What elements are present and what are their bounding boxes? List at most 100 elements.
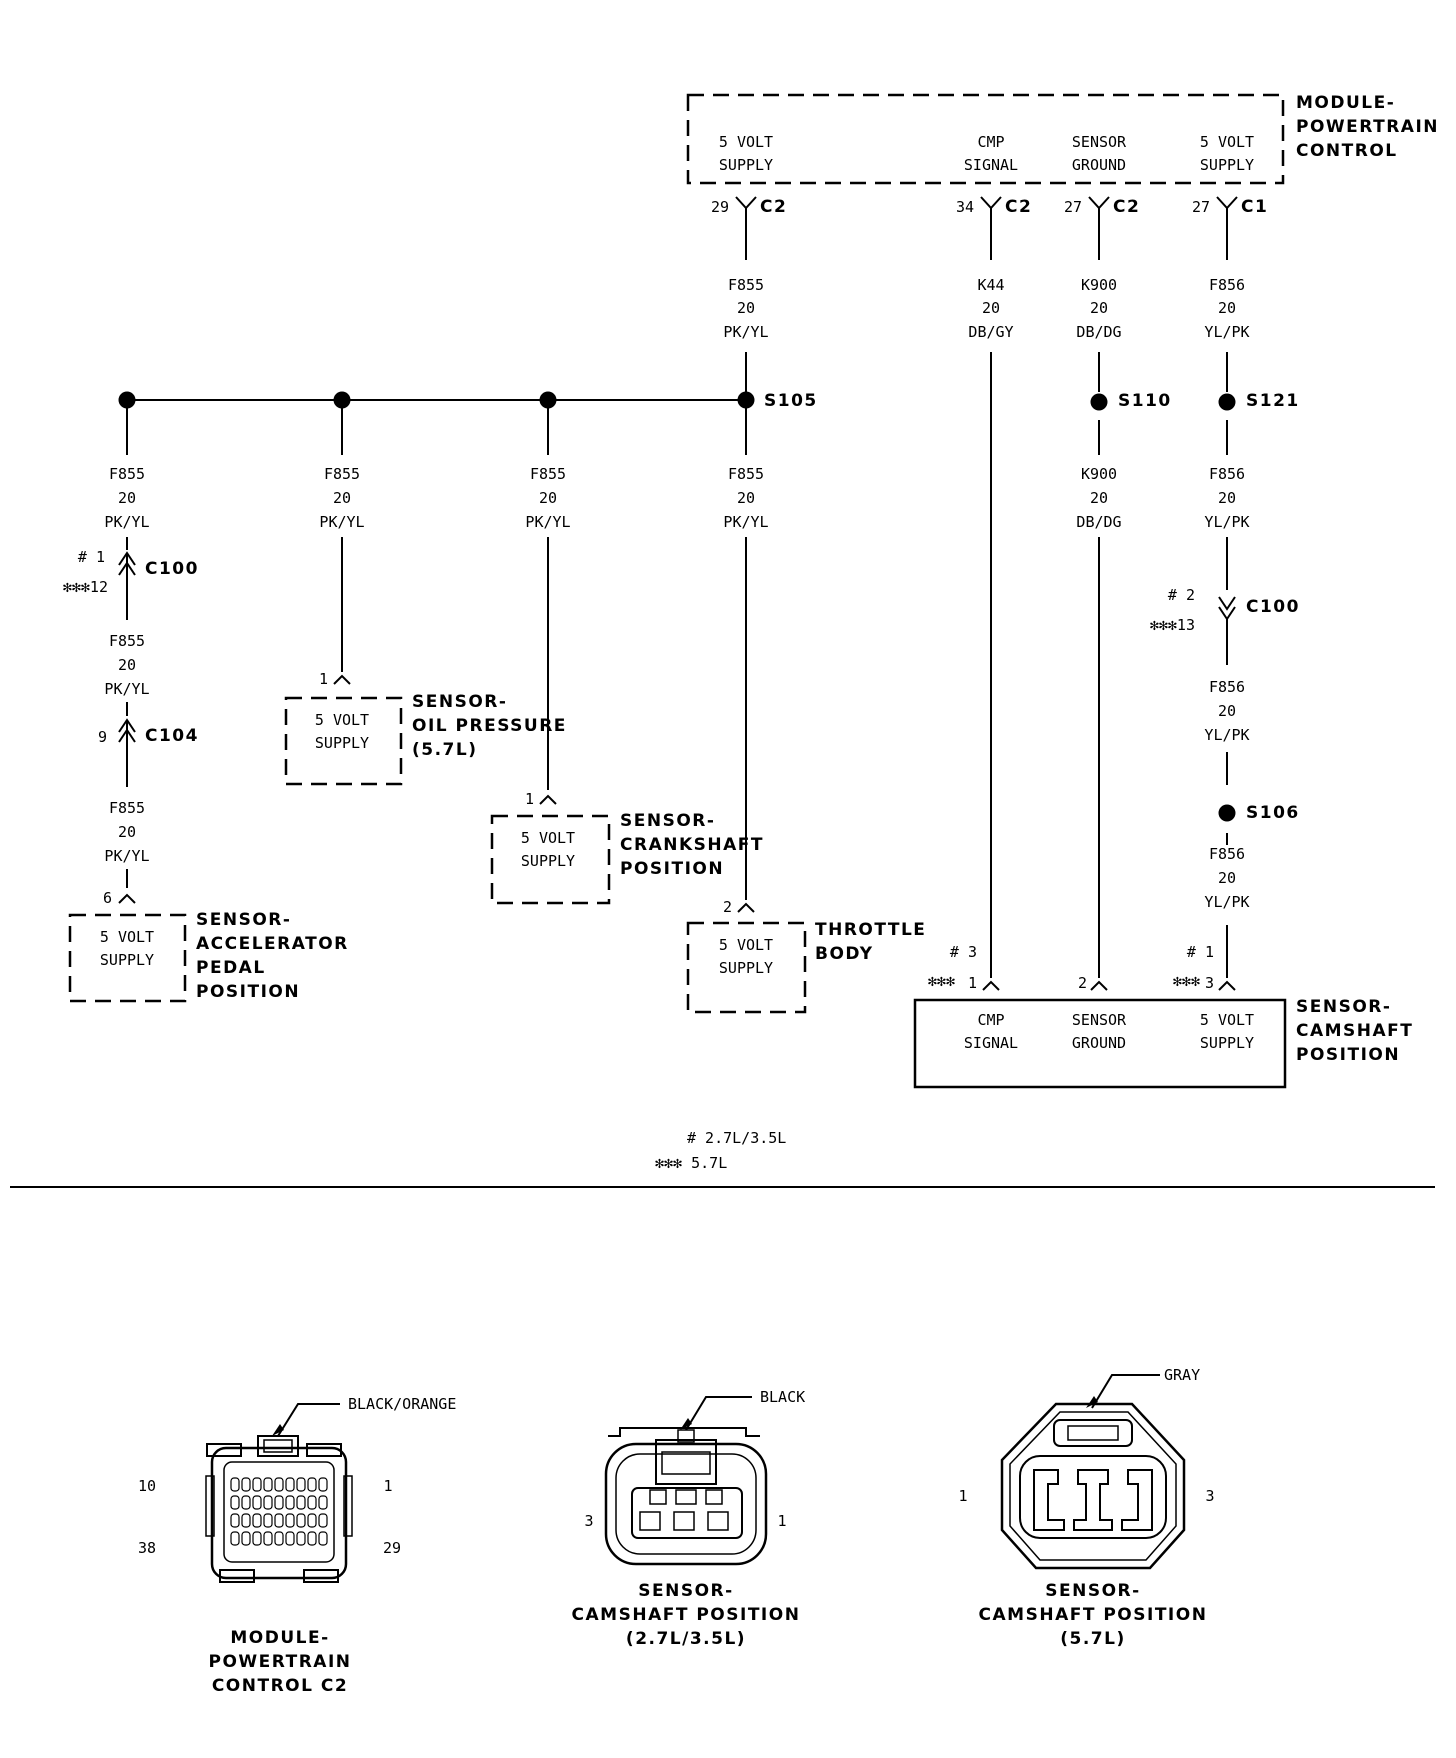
- sensor-title: POSITION: [620, 859, 724, 879]
- camshaft-pin-label: SENSOR: [1072, 1011, 1127, 1029]
- splices: S105 S110 S121 S106: [118, 391, 1300, 823]
- camshaft-pin: 1: [968, 974, 977, 992]
- wire-gauge: 20: [982, 299, 1000, 317]
- wire-code: F856: [1209, 276, 1245, 294]
- wire-gauge: 20: [118, 489, 136, 507]
- splice-label: S121: [1246, 391, 1300, 411]
- pcm-pin-label: 5 VOLT: [1200, 133, 1254, 151]
- connector-view-title: SENSOR-: [638, 1581, 733, 1601]
- connector-view-pin: 1: [383, 1477, 392, 1495]
- connector-color-label: BLACK: [760, 1388, 805, 1406]
- pcm-title: MODULE-: [1296, 93, 1395, 113]
- connector-pin: # 2: [1168, 586, 1195, 604]
- splice-label: S105: [764, 391, 818, 411]
- sensor-title: THROTTLE: [815, 920, 926, 940]
- wire-gauge: 20: [1090, 299, 1108, 317]
- sensor-title: SENSOR-: [620, 811, 715, 831]
- wire-gauge: 20: [118, 656, 136, 674]
- connector-pin: 9: [98, 728, 107, 746]
- connector-view-title: SENSOR-: [1045, 1581, 1140, 1601]
- sensor-pin: 6: [103, 889, 112, 907]
- wire-labels-lower: F855 20 PK/YL F855 20 PK/YL F855 20 PK/Y…: [104, 465, 1249, 911]
- pcm-pin-label: SIGNAL: [964, 156, 1018, 174]
- legend-entry: # 2.7L/3.5L: [687, 1129, 786, 1147]
- connector-view-pin: 29: [383, 1539, 401, 1557]
- wire-color: YL/PK: [1204, 513, 1249, 531]
- connector-pin: # 1: [78, 548, 105, 566]
- wire-gauge: 20: [118, 823, 136, 841]
- camshaft-pin: # 1: [1187, 943, 1214, 961]
- sensor-pin-label: 5 VOLT: [719, 936, 773, 954]
- sensor-pin-label: 5 VOLT: [315, 711, 369, 729]
- wire-code: F855: [109, 799, 145, 817]
- splice-label: S110: [1118, 391, 1172, 411]
- splice-dot: [118, 391, 136, 409]
- sensor-accelerator-pedal-position: 6 5 VOLT SUPPLY SENSOR- ACCELERATOR PEDA…: [68, 889, 349, 1003]
- wire-gauge: 20: [333, 489, 351, 507]
- sensor-crankshaft-position: 1 5 VOLT SUPPLY SENSOR- CRANKSHAFT POSIT…: [490, 790, 762, 905]
- splice-dot: [539, 391, 557, 409]
- sensor-title: SENSOR-: [412, 692, 507, 712]
- pcm-pin-number: 34: [956, 198, 974, 216]
- splice-dot: [1218, 393, 1236, 411]
- splice-dot: [737, 391, 755, 409]
- pcm-pin-label: CMP: [977, 133, 1004, 151]
- sensor-pin-label: SUPPLY: [719, 959, 773, 977]
- legend: # 2.7L/3.5L ✻✻✻ 5.7L: [655, 1129, 786, 1172]
- splice-dot: [333, 391, 351, 409]
- pcm-pin-number: 27: [1064, 198, 1082, 216]
- camshaft-pin: ✻✻✻: [1173, 972, 1200, 990]
- sensor-title: PEDAL: [196, 958, 266, 978]
- connector-view-title: POWERTRAIN: [209, 1652, 352, 1672]
- wire-gauge: 20: [1218, 869, 1236, 887]
- connector-view-pin: 3: [1205, 1487, 1214, 1505]
- pcm-title: CONTROL: [1296, 141, 1398, 161]
- pcm-pin-label: SUPPLY: [1200, 156, 1254, 174]
- sensor-pin-label: 5 VOLT: [100, 928, 154, 946]
- wire-color: YL/PK: [1204, 893, 1249, 911]
- pcm-connector: C2: [1005, 197, 1032, 217]
- sensor-title: OIL PRESSURE: [412, 716, 567, 736]
- camshaft-pin-label: GROUND: [1072, 1034, 1126, 1052]
- connector-view-title: (2.7L/3.5L): [626, 1629, 746, 1649]
- connector-view-camshaft-57: GRAY 1 3 SENSOR- CAMSHAFT POSITION (5.7L…: [958, 1366, 1214, 1649]
- camshaft-pin-label: SIGNAL: [964, 1034, 1018, 1052]
- sensor-title: SENSOR-: [1296, 997, 1391, 1017]
- connector-color-label: GRAY: [1164, 1366, 1200, 1384]
- wire-color: YL/PK: [1204, 323, 1249, 341]
- sensor-title: POSITION: [196, 982, 300, 1002]
- connector-name: C100: [145, 559, 199, 579]
- sensor-title: POSITION: [1296, 1045, 1400, 1065]
- sensor-pin: 2: [723, 898, 732, 916]
- sensor-pin: 1: [319, 670, 328, 688]
- splice-label: S106: [1246, 803, 1300, 823]
- wire-code: F856: [1209, 678, 1245, 696]
- pcm-connector: C2: [760, 197, 787, 217]
- wire-color: PK/YL: [723, 323, 768, 341]
- wire-code: F855: [109, 632, 145, 650]
- connector-name: C104: [145, 726, 199, 746]
- sensor-title: ACCELERATOR: [196, 934, 349, 954]
- wire-color: PK/YL: [104, 513, 149, 531]
- pcm-pin-number: 29: [711, 198, 729, 216]
- wire-code: K900: [1081, 465, 1117, 483]
- connector-view-pin: 3: [584, 1512, 593, 1530]
- sensor-title: BODY: [815, 944, 874, 964]
- connector-view-title: CAMSHAFT POSITION: [979, 1605, 1208, 1625]
- pcm-connector: C2: [1113, 197, 1140, 217]
- connector-view-pin: 1: [777, 1512, 786, 1530]
- wire-color: DB/GY: [968, 323, 1013, 341]
- connector-view-camshaft-27-35: BLACK 3 1 SENSOR- CAMSHAFT POSITION (2.7…: [572, 1388, 806, 1649]
- sensor-camshaft-position: # 3 ✻✻✻ 1 2 # 1 ✻✻✻ 3 CMP SIGNAL SENSOR …: [913, 943, 1412, 1089]
- connector-view-pin: 38: [138, 1539, 156, 1557]
- pcm-pin-number: 27: [1192, 198, 1210, 216]
- inline-connector-c100-left: # 1 ✻✻✻12 C100: [63, 548, 199, 596]
- wire-color: DB/DG: [1076, 513, 1121, 531]
- connector-view-pin: 10: [138, 1477, 156, 1495]
- sensor-pin-label: SUPPLY: [100, 951, 154, 969]
- sensor-pin: 1: [525, 790, 534, 808]
- wires: [126, 352, 1228, 978]
- wire-color: PK/YL: [723, 513, 768, 531]
- wire-gauge: 20: [539, 489, 557, 507]
